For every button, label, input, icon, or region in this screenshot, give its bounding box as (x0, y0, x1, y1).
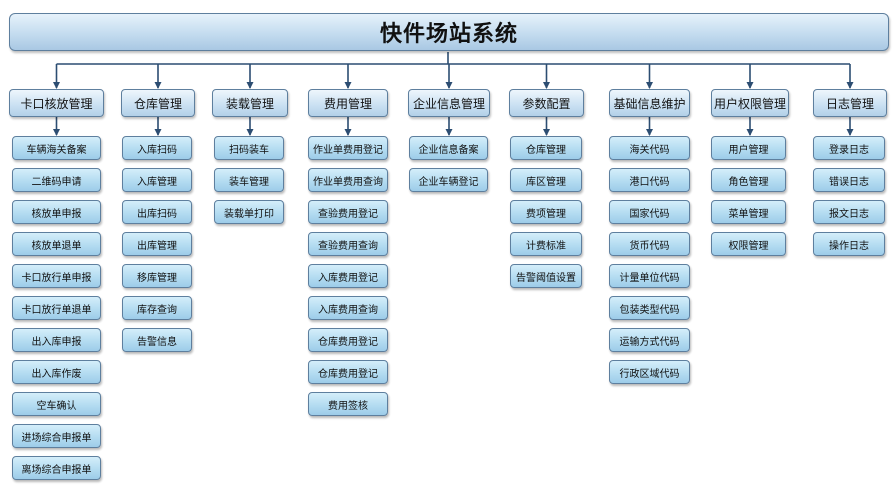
function-item-box: 菜单管理 (711, 200, 786, 224)
function-item-box: 入库管理 (122, 168, 192, 192)
function-item-box: 进场综合申报单 (12, 424, 101, 448)
function-item-box: 操作日志 (813, 232, 885, 256)
module-box: 用户权限管理 (711, 89, 789, 117)
function-item-box: 企业车辆登记 (409, 168, 488, 192)
module-box: 卡口核放管理 (9, 89, 104, 117)
root-system-box: 快件场站系统 (9, 13, 889, 51)
module-box: 企业信息管理 (408, 89, 490, 117)
function-item-box: 包装类型代码 (609, 296, 690, 320)
module-box: 费用管理 (308, 89, 388, 117)
function-item-box: 费项管理 (510, 200, 582, 224)
function-item-box: 角色管理 (711, 168, 786, 192)
function-item-box: 作业单费用登记 (308, 136, 388, 160)
module-box: 日志管理 (813, 89, 887, 117)
function-item-box: 用户管理 (711, 136, 786, 160)
function-item-box: 库存查询 (122, 296, 192, 320)
function-item-box: 离场综合申报单 (12, 456, 101, 480)
function-item-box: 仓库费用登记 (308, 360, 388, 384)
function-item-box: 运输方式代码 (609, 328, 690, 352)
function-item-box: 出库管理 (122, 232, 192, 256)
function-item-box: 库区管理 (510, 168, 582, 192)
function-item-box: 核放单退单 (12, 232, 101, 256)
function-item-box: 货币代码 (609, 232, 690, 256)
function-item-box: 入库费用登记 (308, 264, 388, 288)
function-item-box: 计量单位代码 (609, 264, 690, 288)
function-item-box: 查验费用登记 (308, 200, 388, 224)
root-system-title: 快件场站系统 (379, 22, 518, 47)
function-item-box: 计费标准 (510, 232, 582, 256)
function-item-box: 卡口放行单退单 (12, 296, 101, 320)
function-item-box: 卡口放行单申报 (12, 264, 101, 288)
module-box: 参数配置 (509, 89, 584, 117)
function-item-box: 扫码装车 (214, 136, 284, 160)
function-item-box: 出入库作废 (12, 360, 101, 384)
function-item-box: 入库扫码 (122, 136, 192, 160)
function-item-box: 企业信息备案 (409, 136, 488, 160)
function-item-box: 移库管理 (122, 264, 192, 288)
function-item-box: 港口代码 (609, 168, 690, 192)
function-item-box: 费用签核 (308, 392, 388, 416)
function-item-box: 查验费用查询 (308, 232, 388, 256)
function-item-box: 仓库费用登记 (308, 328, 388, 352)
module-box: 仓库管理 (121, 89, 195, 117)
function-item-box: 报文日志 (813, 200, 885, 224)
module-box: 基础信息维护 (609, 89, 690, 117)
function-item-box: 装车管理 (214, 168, 284, 192)
function-item-box: 装载单打印 (214, 200, 284, 224)
function-item-box: 空车确认 (12, 392, 101, 416)
function-item-box: 出入库申报 (12, 328, 101, 352)
module-box: 装载管理 (212, 89, 288, 117)
function-item-box: 车辆海关备案 (12, 136, 101, 160)
function-item-box: 仓库管理 (510, 136, 582, 160)
function-item-box: 作业单费用查询 (308, 168, 388, 192)
function-item-box: 登录日志 (813, 136, 885, 160)
function-item-box: 告警信息 (122, 328, 192, 352)
function-item-box: 告警阈值设置 (510, 264, 582, 288)
function-item-box: 权限管理 (711, 232, 786, 256)
function-item-box: 行政区域代码 (609, 360, 690, 384)
function-item-box: 入库费用查询 (308, 296, 388, 320)
function-item-box: 错误日志 (813, 168, 885, 192)
function-item-box: 出库扫码 (122, 200, 192, 224)
function-item-box: 核放单申报 (12, 200, 101, 224)
function-item-box: 二维码申请 (12, 168, 101, 192)
function-item-box: 国家代码 (609, 200, 690, 224)
function-item-box: 海关代码 (609, 136, 690, 160)
